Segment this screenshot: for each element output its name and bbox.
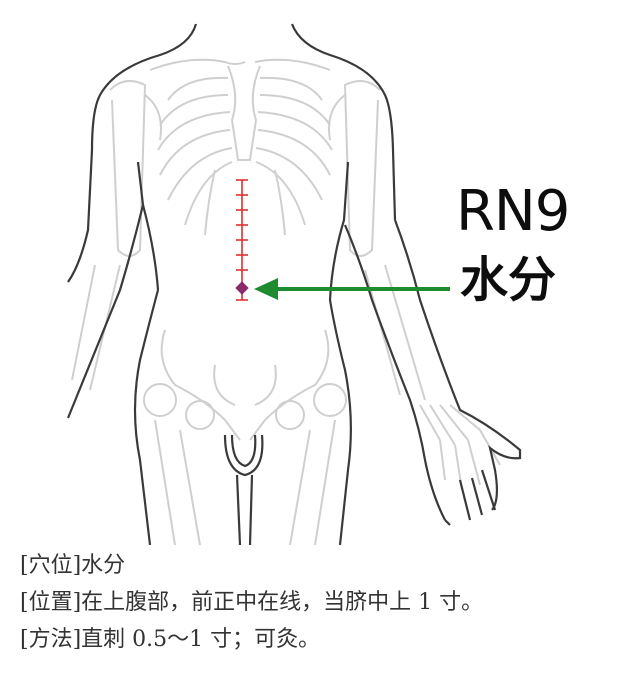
pointer-arrow xyxy=(254,278,450,300)
caption-location-line: [位置]在上腹部，前正中在线，当脐中上 1 寸。 xyxy=(20,590,484,615)
caption-block: [穴位]水分 [位置]在上腹部，前正中在线，当脐中上 1 寸。 [方法]直刺 0… xyxy=(20,547,483,658)
caption-acupoint-line: [穴位]水分 xyxy=(20,553,126,578)
acupoint-name: 水分 xyxy=(460,252,557,308)
skeleton-overlay xyxy=(71,58,501,546)
body-outline-illustration xyxy=(66,23,522,546)
acupoint-code: RN9 xyxy=(456,179,570,244)
body-outline xyxy=(66,23,522,546)
cun-scale-ruler xyxy=(236,179,248,301)
anatomy-figure xyxy=(66,23,522,546)
caption-method-line: [方法]直刺 0.5～1 寸；可灸。 xyxy=(20,627,321,652)
acupoint-marker xyxy=(235,281,249,295)
